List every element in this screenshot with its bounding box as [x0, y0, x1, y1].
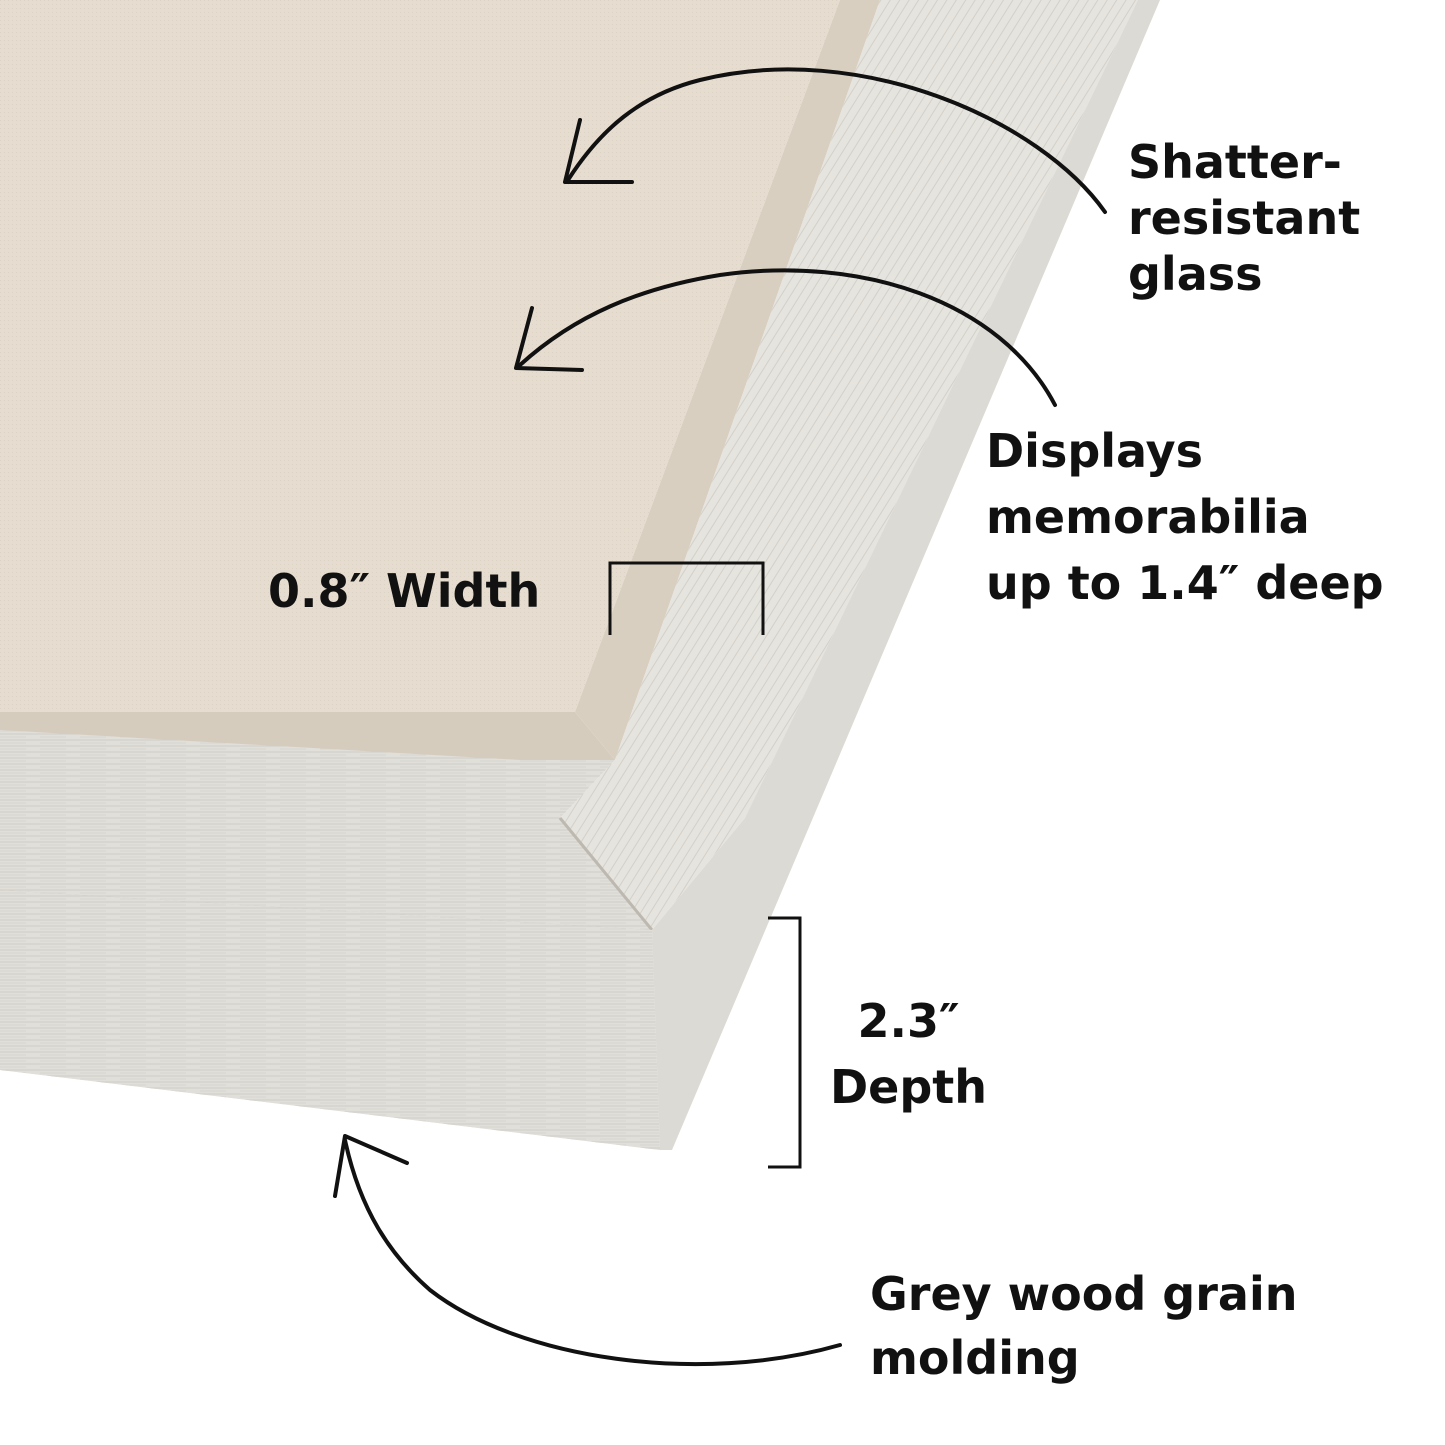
depth-label: 2.3″ Depth: [830, 988, 987, 1120]
depth-label-line-1: 2.3″: [857, 994, 960, 1048]
display-arrowhead: [514, 306, 584, 372]
frame-outer-edge: [652, 0, 1160, 1150]
glass-label-line-3: glass: [1128, 247, 1263, 301]
molding-label-line-2: molding: [870, 1331, 1080, 1385]
depth-label-line-2: Depth: [830, 1060, 988, 1114]
display-label-line-2: memorabilia: [986, 490, 1310, 544]
display-label-line-3: up to 1.4″ deep: [986, 556, 1384, 610]
display-label-line-1: Displays: [986, 424, 1204, 478]
molding-label: Grey wood grain molding: [870, 1262, 1297, 1390]
backing-shadow: [575, 0, 880, 760]
frame-top-face-right: [560, 0, 1138, 930]
linen-backing: [0, 0, 840, 712]
width-label-text: 0.8″ Width: [268, 564, 541, 618]
display-depth-label: Displays memorabilia up to 1.4″ deep: [986, 418, 1384, 616]
glass-arrow: [566, 67, 1107, 214]
molding-label-line-1: Grey wood grain: [870, 1267, 1298, 1321]
shatter-resistant-glass-label: Shatter- resistant glass: [1128, 134, 1360, 302]
molding-arrowhead: [333, 1134, 409, 1198]
glass-label-line-1: Shatter-: [1128, 135, 1342, 189]
glass-arrowhead: [563, 118, 634, 184]
molding-arrow: [343, 1138, 842, 1367]
display-arrow: [518, 268, 1057, 407]
width-label: 0.8″ Width: [268, 562, 540, 620]
mitre-joint: [558, 817, 654, 931]
frame-top-face-bottom: [0, 730, 652, 930]
width-bracket: [608, 561, 765, 635]
frame-front-face-top: [0, 890, 660, 1150]
glass-label-line-2: resistant: [1128, 191, 1361, 245]
depth-bracket: [768, 916, 802, 1169]
